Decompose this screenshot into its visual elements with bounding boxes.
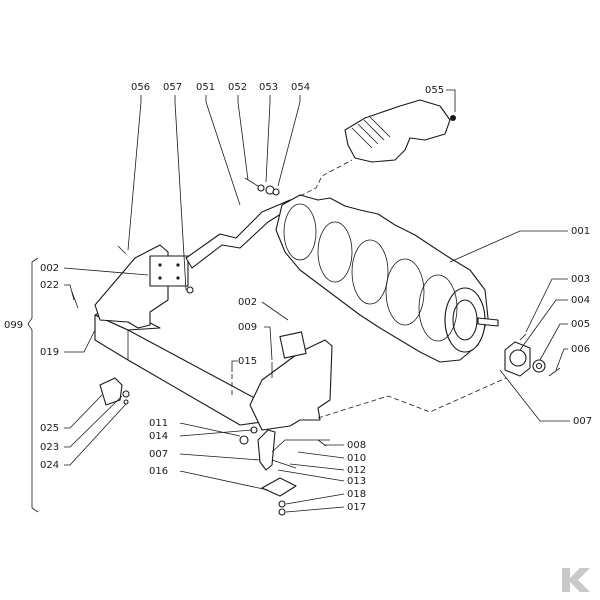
leader-lines <box>63 89 570 513</box>
callout-014: 014 <box>149 431 168 442</box>
callout-055: 055 <box>425 85 444 96</box>
callout-018: 018 <box>347 489 366 500</box>
callout-labels: 056 057 051 052 053 054 055 001 002 022 … <box>4 82 592 513</box>
scraper-bracket <box>344 99 456 163</box>
callout-008: 008 <box>347 440 366 451</box>
callout-056: 056 <box>131 82 150 93</box>
callout-052: 052 <box>228 82 247 93</box>
callout-007-left: 007 <box>149 449 168 460</box>
callout-013: 013 <box>347 476 366 487</box>
callout-004: 004 <box>571 295 590 306</box>
callout-011: 011 <box>149 418 168 429</box>
callout-057: 057 <box>163 82 182 93</box>
small-bracket <box>99 377 130 406</box>
callout-010: 010 <box>347 453 366 464</box>
callout-012: 012 <box>347 465 366 476</box>
group-label-099: 099 <box>4 320 23 331</box>
main-frame-beam <box>94 304 263 426</box>
callout-054: 054 <box>291 82 310 93</box>
callout-016: 016 <box>149 466 168 477</box>
k-brand-logo <box>562 568 590 592</box>
callout-019: 019 <box>40 347 59 358</box>
callout-051: 051 <box>196 82 215 93</box>
callout-003: 003 <box>571 274 590 285</box>
right-side-plate <box>249 331 333 431</box>
callout-002-mid: 002 <box>238 297 257 308</box>
callout-017: 017 <box>347 502 366 513</box>
lower-bracket <box>239 426 330 516</box>
left-side-plate <box>94 244 189 329</box>
callout-007-right: 007 <box>573 416 592 427</box>
assembly-lines <box>231 159 507 419</box>
callout-006: 006 <box>571 344 590 355</box>
callout-009: 009 <box>238 322 257 333</box>
callout-005: 005 <box>571 319 590 330</box>
bearing-assembly <box>504 333 561 377</box>
callout-002-top: 002 <box>40 263 59 274</box>
callout-015: 015 <box>238 356 257 367</box>
bolt-set <box>244 177 280 196</box>
callout-022: 022 <box>40 280 59 291</box>
crumbler-roller <box>275 194 499 363</box>
callout-023: 023 <box>40 442 59 453</box>
group-brace <box>27 257 39 513</box>
callout-024: 024 <box>40 460 59 471</box>
callout-001: 001 <box>571 226 590 237</box>
callout-053: 053 <box>259 82 278 93</box>
callout-025: 025 <box>40 423 59 434</box>
